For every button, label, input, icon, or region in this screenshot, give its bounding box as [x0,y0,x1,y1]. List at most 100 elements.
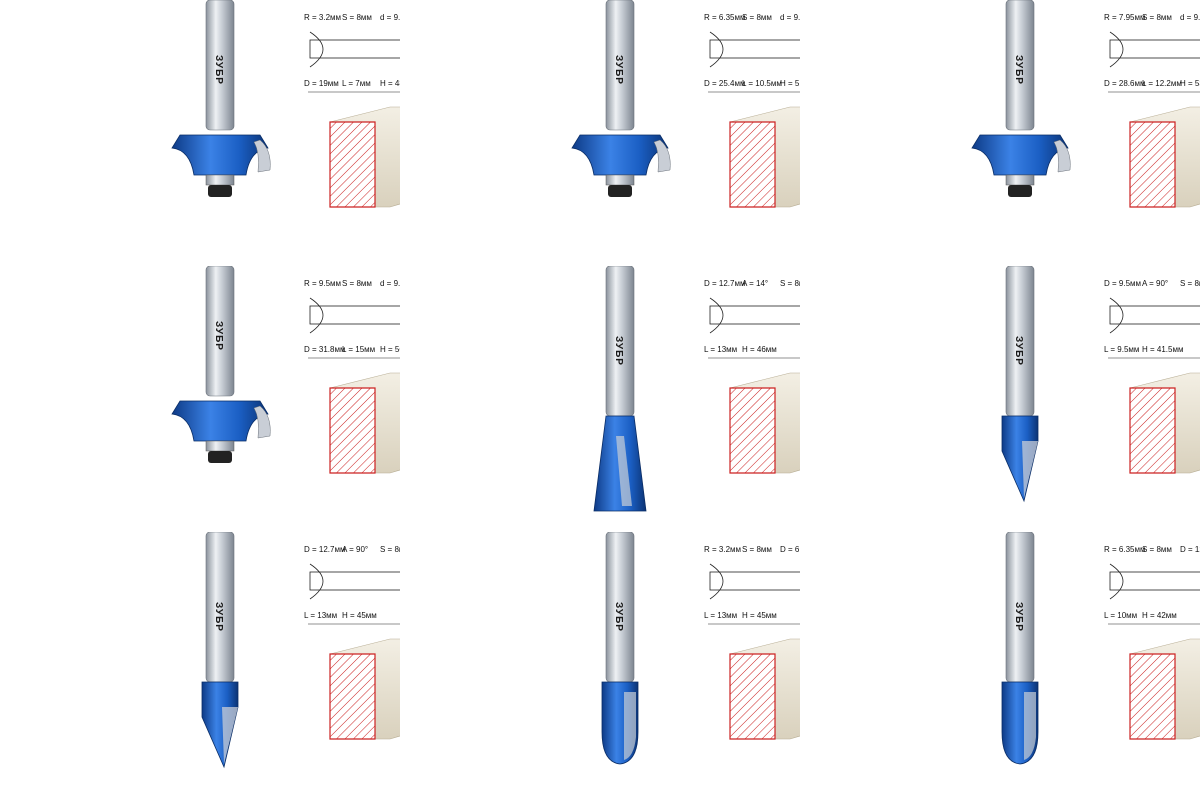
shank [605,0,635,131]
shank [1005,0,1035,131]
dim-label-s: S = 8мм [742,13,772,22]
hatched-section [329,387,376,474]
dim-label-r: R = 9.5мм [304,279,341,288]
dim-label-l: L = 15мм [342,345,375,354]
dim-label-l: L = 9.5мм [1104,345,1139,354]
dim-label-d: d = 9.5мм [780,13,800,22]
dim-label-r: R = 3.2мм [704,545,741,554]
schematic-profile [709,31,724,68]
dim-label-d: d = 9.5мм [380,279,400,288]
dim-label-a: A = 90° [342,545,368,554]
brand-label: ЗУБР [1013,336,1024,366]
hatched-section [1129,653,1176,740]
dim-label-s: S = 8мм [742,545,772,554]
dim-label-h: H = 53мм [1180,79,1200,88]
dim-label-dd: D = 19мм [304,79,339,88]
brand-label: ЗУБР [613,55,624,85]
bearing [205,174,235,186]
dim-label-s: S = 8мм [780,279,800,288]
dim-label-dd: D = 28.6мм [1104,79,1145,88]
dim-label-l: L = 12.2мм [1142,79,1182,88]
dim-label-d: D = 12.7мм [304,545,345,554]
brand-label: ЗУБР [213,321,224,351]
cutter-body [171,134,269,176]
carbide-tip [253,405,271,439]
carbide-tip [1024,692,1036,760]
bearing-screw [608,185,632,197]
dim-label-d: D = 12.7мм [704,279,745,288]
schematic-outline [309,39,411,59]
schematic-outline [709,305,811,325]
router-bit: ЗУБР [571,0,671,197]
profile-sample [329,372,441,474]
schematic-outline [1109,305,1200,325]
carbide-tip [1022,441,1038,498]
dim-label-a: A = 14° [742,279,768,288]
profile-sample [729,372,841,474]
cutter-body [971,134,1069,176]
dim-label-s: S = 8мм [380,545,400,554]
schematic-profile [709,297,724,334]
dim-label-d: D = 9.5мм [1104,279,1141,288]
dim-label-l: L = 10мм [1104,611,1137,620]
dim-label-h: H = 45мм [742,611,777,620]
dim-label-d: d = 9.5мм [380,13,400,22]
dim-label-h: H = 48мм [380,79,400,88]
profile-sample [729,106,841,208]
brand-label: ЗУБР [213,602,224,632]
dim-label-s: S = 8мм [1142,13,1172,22]
profile-sample [1129,372,1200,474]
carbide-tip [253,139,271,173]
router-bit: ЗУБР [1001,531,1039,765]
dim-label-s: S = 8мм [342,13,372,22]
schematic-outline [309,571,411,591]
dim-label-l: L = 13мм [304,611,337,620]
dim-label-h: H = 42мм [1142,611,1177,620]
bearing-screw [208,451,232,463]
bearing [205,440,235,452]
dim-label-d: d = 9.5мм [1180,13,1200,22]
cutter-body [171,400,269,442]
schematic-profile [1109,31,1124,68]
carbide-tip [222,707,238,764]
cutter-body [1001,415,1039,503]
dim-label-l: L = 13мм [704,345,737,354]
schematic-profile [309,563,324,600]
profile-sample [1129,106,1200,208]
schematic-profile [309,31,324,68]
router-bit: ЗУБР [201,531,239,769]
schematic-profile [1109,563,1124,600]
dim-label-l: L = 13мм [704,611,737,620]
dim-label-h: H = 45мм [342,611,377,620]
brand-label: ЗУБР [613,602,624,632]
schematic-outline [1109,39,1200,59]
profile-sample [329,106,441,208]
dim-label-dd: D = 25.4мм [704,79,745,88]
dim-label-d: D = 6.4мм [780,545,800,554]
schematic-profile [709,563,724,600]
hatched-section [329,653,376,740]
cutter-body [201,681,239,769]
dim-label-s: S = 8мм [1142,545,1172,554]
shank [205,265,235,397]
cutter-body [571,134,669,176]
